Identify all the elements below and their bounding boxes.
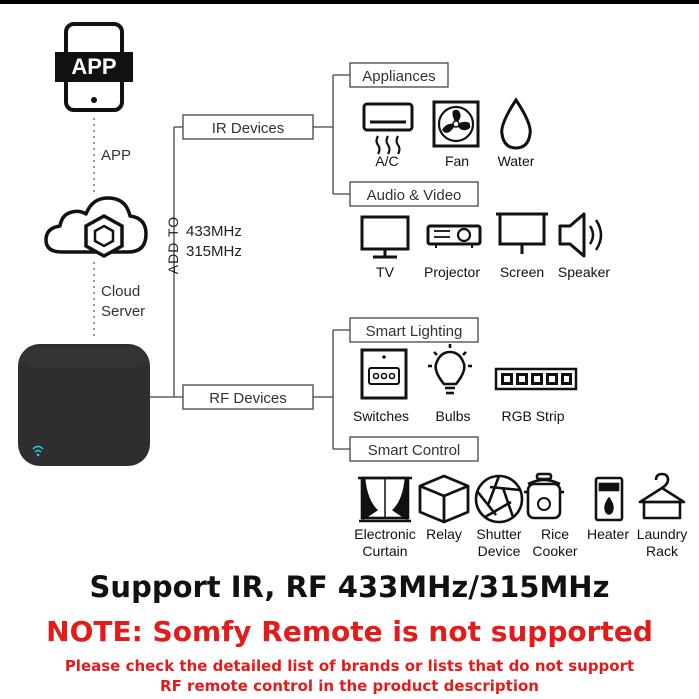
support-headline: Support IR, RF 433MHz/315MHz (89, 570, 610, 604)
projection-screen-icon (496, 212, 548, 254)
tv-icon (360, 215, 410, 259)
control-item-heater-line1: Heater (587, 526, 629, 542)
cloud-icon (44, 196, 148, 259)
ir-hub-device (18, 344, 150, 466)
phone-icon: APP (55, 22, 133, 112)
audio-video-box (349, 181, 479, 207)
phone-app-label: APP (71, 54, 116, 79)
ir-devices-label: IR Devices (212, 120, 285, 137)
control-item-curtain-line1: Electronic (354, 526, 415, 542)
curtain-icon (358, 476, 412, 523)
av-item-tv: TV (376, 264, 395, 280)
smart-control-label: Smart Control (368, 442, 461, 459)
appliance-item-fan: Fan (445, 153, 469, 169)
av-item-speaker: Speaker (558, 264, 610, 280)
control-item-laundry-line1: Laundry (637, 526, 688, 542)
lighting-item-switches: Switches (353, 408, 409, 424)
light-bulb-icon (428, 344, 472, 395)
appliance-item-water: Water (498, 153, 535, 169)
appliances-label: Appliances (362, 68, 435, 85)
control-item-laundry-line2: Rack (646, 543, 679, 559)
projector-icon (426, 224, 482, 248)
speaker-icon (558, 212, 603, 258)
lighting-item-bulbs: Bulbs (435, 408, 470, 424)
av-item-projector: Projector (424, 264, 480, 280)
audio-video-label: Audio & Video (367, 187, 462, 204)
control-item-shutter-line2: Device (478, 543, 521, 559)
appliances-box (349, 62, 449, 88)
wall-switch-icon (360, 348, 408, 400)
rgb-strip-icon (494, 367, 578, 391)
wifi-indicator-icon (32, 445, 44, 457)
freq-315: 315MHz (186, 243, 242, 260)
smart-control-box (349, 436, 479, 462)
add-to-label: ADD TO (165, 216, 181, 274)
lighting-item-rgb-strip: RGB Strip (501, 408, 564, 424)
air-conditioner-icon (362, 102, 414, 155)
fan-icon (432, 100, 480, 148)
detail-note-line1: Please check the detailed list of brands… (64, 657, 635, 675)
freq-433: 433MHz (186, 223, 242, 240)
rf-devices-box (182, 384, 314, 410)
control-item-relay-line1: Relay (426, 526, 462, 542)
shutter-aperture-icon (474, 474, 524, 524)
appliance-item-ac: A/C (375, 153, 398, 169)
cloud-label-line2: Server (101, 303, 145, 320)
relay-box-icon (418, 474, 470, 524)
smart-lighting-label: Smart Lighting (366, 323, 463, 340)
control-item-curtain-line2: Curtain (362, 543, 407, 559)
cloud-label-line1: Cloud (101, 283, 140, 300)
rf-devices-label: RF Devices (209, 390, 287, 407)
av-item-screen: Screen (500, 264, 544, 280)
smart-lighting-box (349, 317, 479, 343)
control-item-rice-line1: Rice (541, 526, 569, 542)
control-item-shutter-line1: Shutter (476, 526, 521, 542)
top-border (0, 0, 699, 4)
app-label: APP (101, 147, 131, 164)
not-supported-note: NOTE: Somfy Remote is not supported (46, 615, 653, 648)
water-drop-icon (500, 97, 532, 150)
laundry-rack-icon (638, 472, 686, 520)
connector-lines (150, 74, 350, 450)
control-item-rice-line2: Cooker (532, 543, 577, 559)
heater-icon (594, 476, 624, 522)
detail-note-line2: RF remote control in the product descrip… (160, 677, 539, 695)
ir-devices-box (182, 114, 314, 140)
rice-cooker-icon (524, 472, 564, 520)
